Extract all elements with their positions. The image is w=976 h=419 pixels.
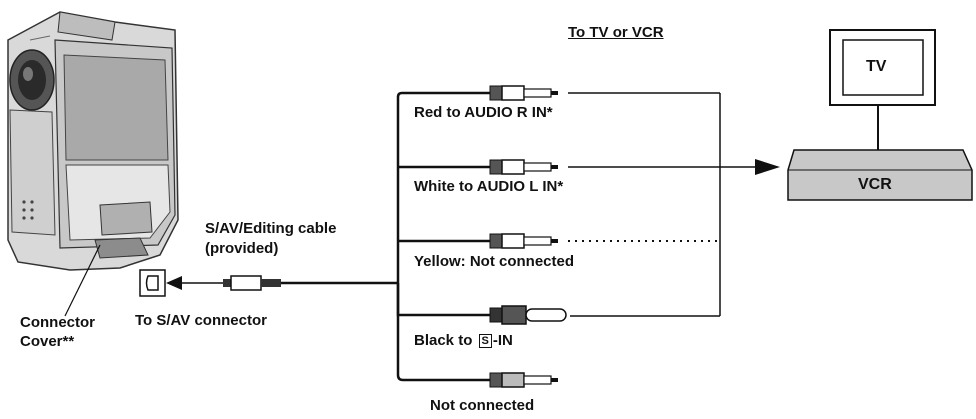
arrow-head-left: [166, 276, 182, 290]
yellow-label: Yellow: Not connected: [414, 253, 575, 270]
camcorder-illustration: [7, 11, 179, 271]
red-plug: [489, 85, 558, 101]
white-label: White to AUDIO L IN*: [414, 178, 564, 195]
bottom-plug: [489, 372, 558, 388]
connector-cover-label-line2: Cover**: [20, 333, 75, 350]
red-label: Red to AUDIO R IN*: [414, 104, 553, 121]
connector-cover-label-line1: Connector: [20, 314, 95, 331]
black-s-plug: [489, 305, 567, 325]
tv-illustration: [829, 29, 936, 150]
cable-plug: [223, 275, 281, 291]
arrow-to-vcr: [755, 159, 780, 175]
vcr-illustration: [787, 149, 973, 201]
black-label-prefix: Black to: [414, 332, 477, 349]
cable-label-line2: (provided): [205, 240, 279, 257]
white-plug: [489, 159, 558, 175]
branch-cables: [396, 91, 490, 382]
tv-label: TV: [866, 58, 887, 75]
to-tv-vcr-heading: To TV or VCR: [568, 24, 664, 41]
to-sav-connector-label: To S/AV connector: [135, 312, 267, 329]
not-connected-bottom-label: Not connected: [430, 397, 535, 414]
s-badge: S: [478, 334, 492, 348]
black-label-suffix: -IN: [492, 332, 513, 349]
yellow-plug: [489, 233, 558, 249]
connector-cover-pointer: [64, 244, 101, 317]
cable-label-line1: S/AV/Editing cable: [205, 220, 337, 237]
sav-connector-icon: [139, 269, 166, 297]
black-label: Black to S-IN: [414, 332, 513, 350]
vcr-label: VCR: [858, 176, 892, 193]
